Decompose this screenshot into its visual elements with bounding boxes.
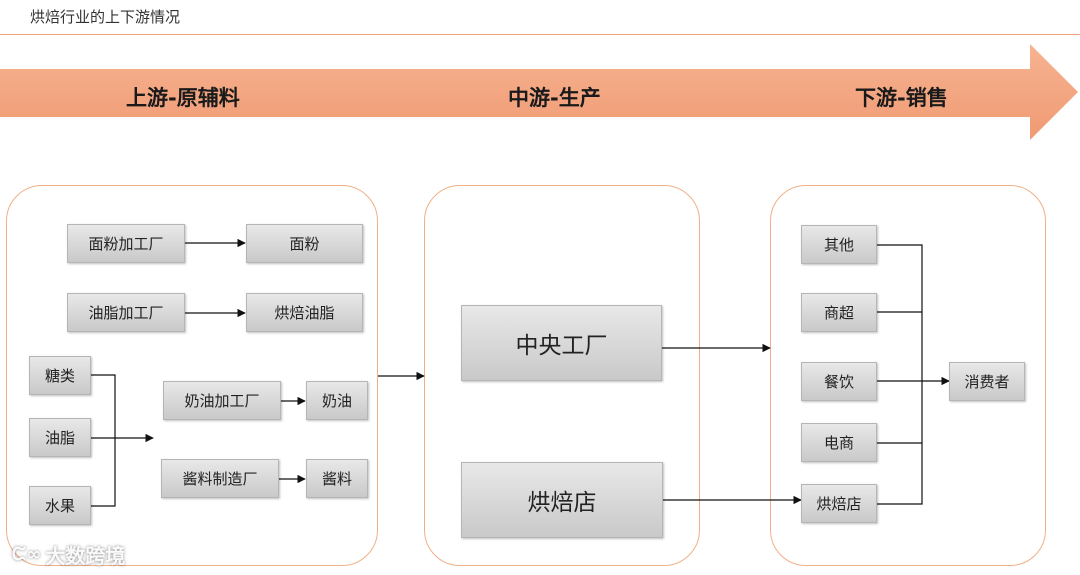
central-factory-box: 中央工厂 bbox=[461, 305, 662, 381]
oil-box: 油脂 bbox=[29, 418, 91, 457]
sauce-box: 酱料 bbox=[306, 459, 368, 498]
page-title: 烘焙行业的上下游情况 bbox=[30, 8, 181, 26]
butter-box: 奶油 bbox=[306, 381, 368, 420]
fat-factory-box: 油脂加工厂 bbox=[67, 293, 185, 332]
sauce-factory-box: 酱料制造厂 bbox=[161, 459, 279, 498]
stage-label-upstream: 上游-原辅料 bbox=[126, 86, 240, 110]
title-divider bbox=[0, 34, 1080, 35]
sugar-box: 糖类 bbox=[29, 356, 91, 395]
baking-fat-box: 烘焙油脂 bbox=[246, 293, 363, 332]
consumer-box: 消费者 bbox=[949, 362, 1025, 401]
butter-factory-box: 奶油加工厂 bbox=[163, 381, 281, 420]
other-channel-box: 其他 bbox=[801, 225, 877, 264]
bakery-retail-box: 烘焙店 bbox=[801, 484, 877, 523]
stage-arrow-banner bbox=[0, 44, 1078, 140]
stage-label-downstream: 下游-销售 bbox=[855, 86, 948, 110]
supermarket-box: 商超 bbox=[801, 293, 877, 332]
catering-box: 餐饮 bbox=[801, 362, 877, 401]
ecommerce-box: 电商 bbox=[801, 423, 877, 462]
flour-box: 面粉 bbox=[246, 224, 363, 263]
watermark-text: 大数跨境 bbox=[45, 544, 126, 568]
stage-label-midstream: 中游-生产 bbox=[508, 86, 601, 110]
fruit-box: 水果 bbox=[29, 486, 91, 525]
bakery-box: 烘焙店 bbox=[461, 462, 663, 538]
flour-factory-box: 面粉加工厂 bbox=[67, 224, 185, 263]
watermark: ᙅ∞ 大数跨境 bbox=[12, 540, 125, 569]
watermark-logo-icon: ᙅ∞ bbox=[12, 544, 42, 565]
